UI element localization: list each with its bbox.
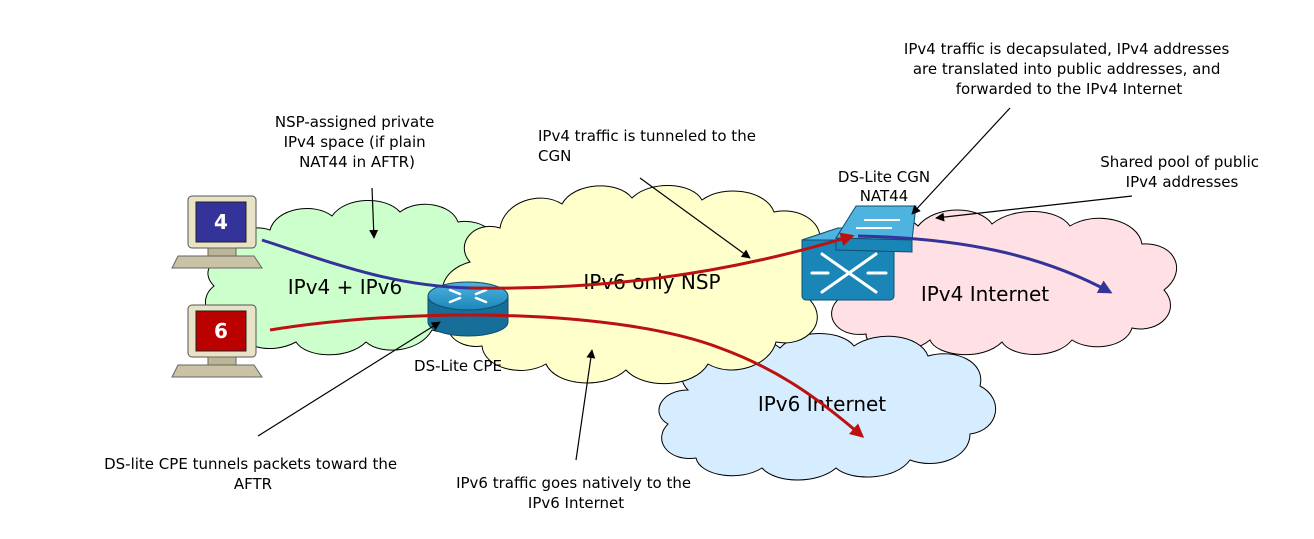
host-ipv4-keyboard <box>171 255 263 269</box>
nat-appliance-top <box>835 205 917 241</box>
host-ipv6: 6 <box>171 304 263 378</box>
annotation-tunneled: IPv4 traffic is tunneled to the CGN <box>538 127 761 165</box>
annotation-cpe-tunnels-line-1: DS-lite CPE tunnels packets toward the <box>104 455 397 473</box>
annotation-private-space-line-2: IPv4 space (if plain <box>284 133 426 151</box>
ipv4-flow-host-to-cpe <box>261 238 471 290</box>
annotation-decap: IPv4 traffic is decapsulated, IPv4 addre… <box>904 40 1234 98</box>
nat-appliance-arrows <box>856 219 900 229</box>
host-ipv6-label: 6 <box>214 319 228 343</box>
cloud-label-ipv4-internet: IPv4 Internet <box>921 282 1049 306</box>
device-label-cpe: DS-Lite CPE <box>414 357 502 375</box>
annotation-shared-pool: Shared pool of public IPv4 addresses <box>1100 153 1264 191</box>
host-ipv4-stand <box>207 247 237 257</box>
router-cpe-arrows <box>448 288 488 304</box>
annotation-private-space-line-3: NAT44 in AFTR) <box>299 153 415 171</box>
annotation-decap-line-3: forwarded to the IPv4 Internet <box>956 80 1183 98</box>
pointer-decap <box>911 107 1011 215</box>
annotation-decap-line-1: IPv4 traffic is decapsulated, IPv4 addre… <box>904 40 1230 58</box>
pointer-ipv6-native <box>575 349 596 461</box>
cgn-switch-arrows <box>810 252 888 294</box>
ipv4-tunnel-to-cgn <box>469 232 855 290</box>
annotation-decap-line-2: are translated into public addresses, an… <box>913 60 1220 78</box>
cloud-label-nsp: IPv6 only NSP <box>583 270 720 294</box>
pointer-shared-pool <box>935 195 1133 222</box>
cloud-label-dual-stack: IPv4 + IPv6 <box>288 275 403 299</box>
annotation-cpe-tunnels: DS-lite CPE tunnels packets toward the A… <box>104 455 402 493</box>
ipv6-native-flow <box>269 313 865 438</box>
annotation-tunneled-line-1: IPv4 traffic is tunneled to the <box>538 127 756 145</box>
pointer-private-space <box>369 187 379 239</box>
annotation-cpe-tunnels-line-2: AFTR <box>234 475 272 493</box>
host-ipv6-screen <box>195 310 247 352</box>
device-label-nat44: NAT44 <box>860 187 909 205</box>
annotation-shared-pool-line-1: Shared pool of public <box>1100 153 1259 171</box>
annotation-shared-pool-line-2: IPv4 addresses <box>1126 173 1239 191</box>
ipv4-flow-to-internet <box>857 234 1113 294</box>
host-ipv6-keyboard <box>171 364 263 378</box>
cgn-nat-appliance-icon <box>835 205 917 253</box>
nat-appliance-front <box>835 237 913 253</box>
annotation-ipv6-native: IPv6 traffic goes natively to the IPv6 I… <box>456 474 696 512</box>
device-label-cgn: DS-Lite CGN <box>838 168 930 186</box>
annotation-private-space-line-1: NSP-assigned private <box>275 113 434 131</box>
pointer-cpe-tunnels <box>257 321 441 437</box>
host-ipv4-label: 4 <box>214 210 228 234</box>
host-ipv6-stand <box>207 356 237 366</box>
annotation-tunneled-line-2: CGN <box>538 147 571 165</box>
pointer-tunneled <box>639 177 751 259</box>
router-cpe-icon <box>427 281 509 337</box>
annotation-private-space: NSP-assigned private IPv4 space (if plai… <box>275 113 439 171</box>
annotation-pointers <box>257 107 1133 461</box>
host-ipv4: 4 <box>171 195 263 269</box>
host-ipv4-screen <box>195 201 247 243</box>
annotation-ipv6-native-line-2: IPv6 Internet <box>528 494 624 512</box>
annotation-ipv6-native-line-1: IPv6 traffic goes natively to the <box>456 474 691 492</box>
